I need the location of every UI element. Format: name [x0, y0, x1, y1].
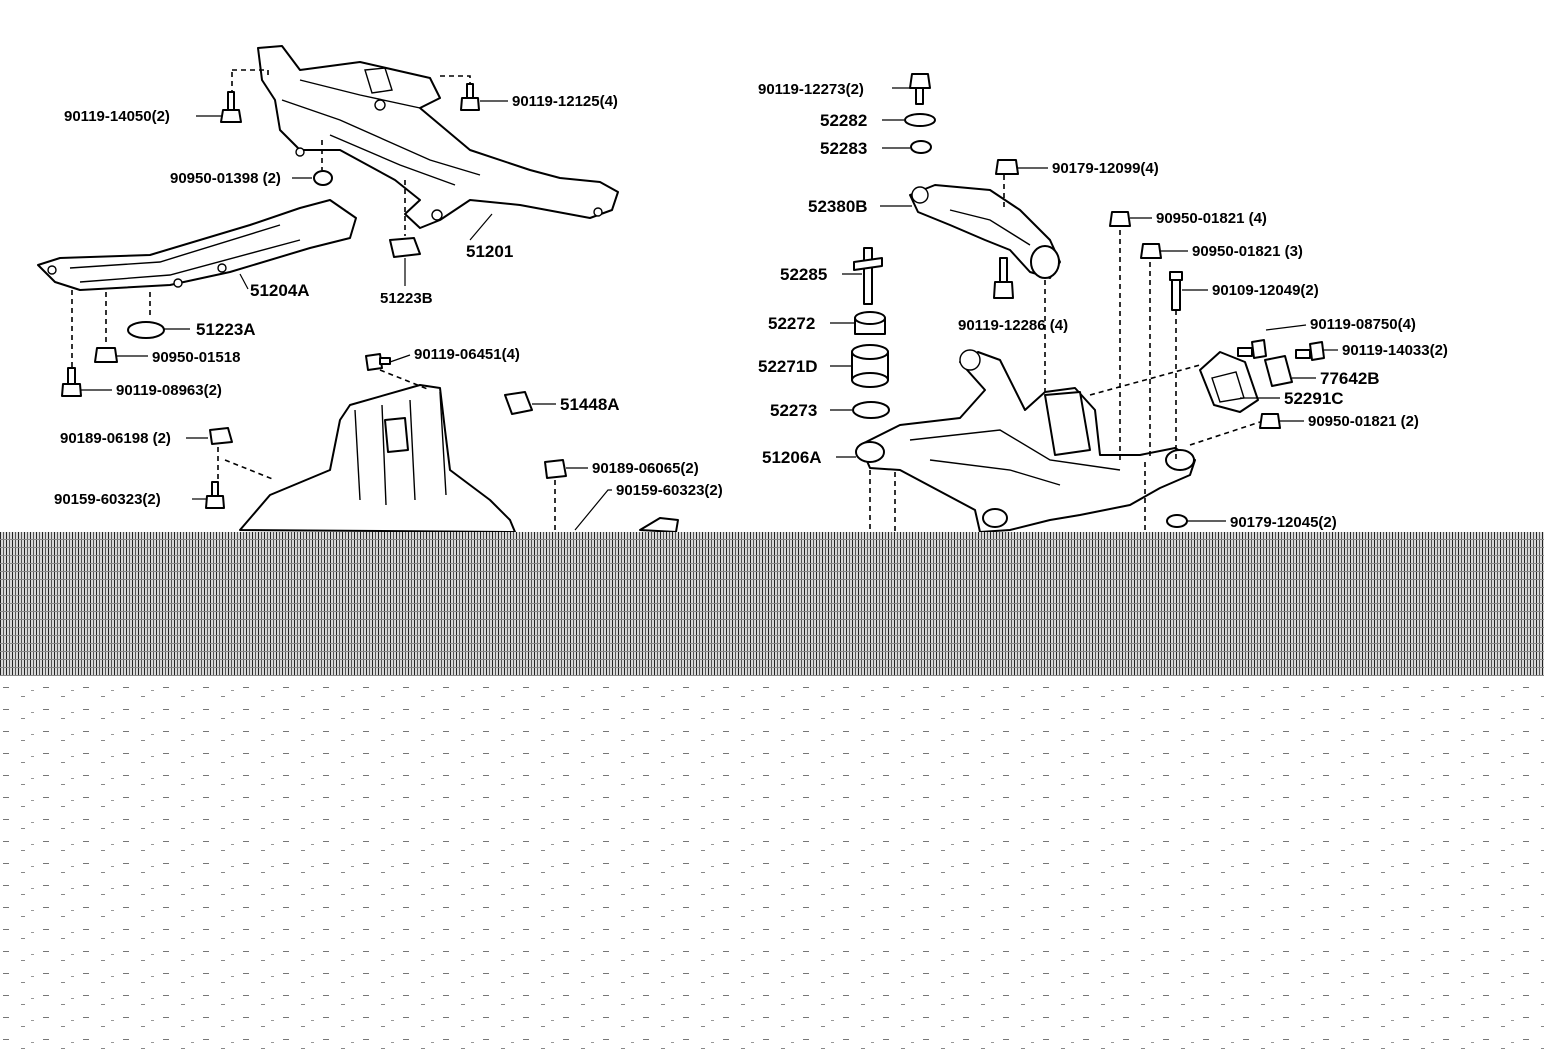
callout-90950-01518: 90950-01518: [152, 349, 240, 366]
bracket-52380B: [909, 184, 1061, 279]
callout-90179-12045: 90179-12045(2): [1230, 514, 1337, 531]
member-51204A: [37, 199, 357, 291]
scan-noise-band: [0, 532, 1544, 676]
callout-90119-14050: 90119-14050(2): [64, 108, 170, 125]
callout-90119-12125: 90119-12125(4): [512, 93, 618, 110]
stopper-51223A: [127, 321, 165, 339]
cushion-52283: [910, 140, 932, 154]
callout-52285: 52285: [780, 265, 827, 284]
callout-52272: 52272: [768, 314, 815, 333]
callout-90119-12286: 90119-12286 (4): [958, 317, 1068, 334]
crossmember-51201: [257, 45, 619, 229]
clip-51448A: [504, 391, 533, 415]
callout-90119-08963: 90119-08963(2): [116, 382, 222, 399]
bolt-90119-12286: [993, 257, 1014, 299]
bolt-90119-14033: [1295, 341, 1325, 361]
stud-90109-12049: [1169, 271, 1183, 311]
bolt-90119-12273: [909, 73, 931, 105]
callout-90119-12273: 90119-12273(2): [758, 81, 864, 98]
crossmember-51206A: [855, 349, 1196, 533]
callout-90159-60323-left: 90159-60323(2): [54, 491, 161, 508]
callout-90950-01398: 90950-01398 (2): [170, 170, 281, 187]
under-cover: [239, 384, 679, 533]
callout-51206A: 51206A: [762, 448, 822, 467]
nut-90950-01518: [94, 347, 118, 363]
callout-90159-60323-right: 90159-60323(2): [616, 482, 723, 499]
nut-90189-06065: [544, 459, 567, 479]
callout-90950-01821-4: 90950-01821 (4): [1156, 210, 1267, 227]
nut-90950-01821-3: [1140, 243, 1162, 259]
callout-90950-01821-3: 90950-01821 (3): [1192, 243, 1303, 260]
nut-90950-01821-2: [1259, 413, 1281, 429]
bolt-90119-08963: [61, 367, 82, 397]
callout-90119-08750: 90119-08750(4): [1310, 316, 1416, 333]
callout-90189-06065: 90189-06065(2): [592, 460, 699, 477]
washer-52282: [904, 113, 936, 127]
nut-90950-01821-4: [1109, 211, 1131, 227]
callout-52283: 52283: [820, 139, 867, 158]
cushion-52271D: [851, 344, 889, 388]
callout-90119-14033: 90119-14033(2): [1342, 342, 1448, 359]
callout-51223A: 51223A: [196, 320, 256, 339]
callout-52273: 52273: [770, 401, 817, 420]
callout-52282: 52282: [820, 111, 867, 130]
nut-90179-12099: [995, 159, 1019, 175]
bolt-90119-12125: [460, 83, 480, 111]
nut-90179-12045: [1166, 514, 1188, 528]
bolt-90119-14050: [220, 91, 242, 123]
bracket-52291C: [1199, 351, 1259, 413]
callout-51204A: 51204A: [250, 281, 310, 300]
nut-90189-06198: [209, 427, 233, 445]
cushion-52272: [854, 311, 886, 335]
scan-speckle-area: [0, 676, 1544, 1054]
callout-51223B: 51223B: [380, 290, 433, 307]
bolt-90159-60323-a: [205, 481, 225, 509]
stopper-51223B: [389, 237, 421, 258]
callout-90179-12099: 90179-12099(4): [1052, 160, 1159, 177]
callout-77642B: 77642B: [1320, 369, 1380, 388]
callout-51448A: 51448A: [560, 395, 620, 414]
bolt-90119-06451: [365, 353, 391, 371]
callout-90109-12049: 90109-12049(2): [1212, 282, 1319, 299]
callout-90119-06451: 90119-06451(4): [414, 346, 520, 363]
stopper-77642B: [1264, 355, 1293, 387]
callout-52291C: 52291C: [1284, 389, 1344, 408]
callout-52271D: 52271D: [758, 357, 818, 376]
callout-90950-01821-2: 90950-01821 (2): [1308, 413, 1419, 430]
callout-51201: 51201: [466, 242, 513, 261]
bolt-52285: [853, 247, 883, 305]
bolt-90119-08750: [1237, 339, 1267, 359]
callout-52380B: 52380B: [808, 197, 868, 216]
cushion-90950-01398: [313, 170, 333, 186]
callout-90189-06198: 90189-06198 (2): [60, 430, 171, 447]
washer-52273: [852, 401, 890, 419]
